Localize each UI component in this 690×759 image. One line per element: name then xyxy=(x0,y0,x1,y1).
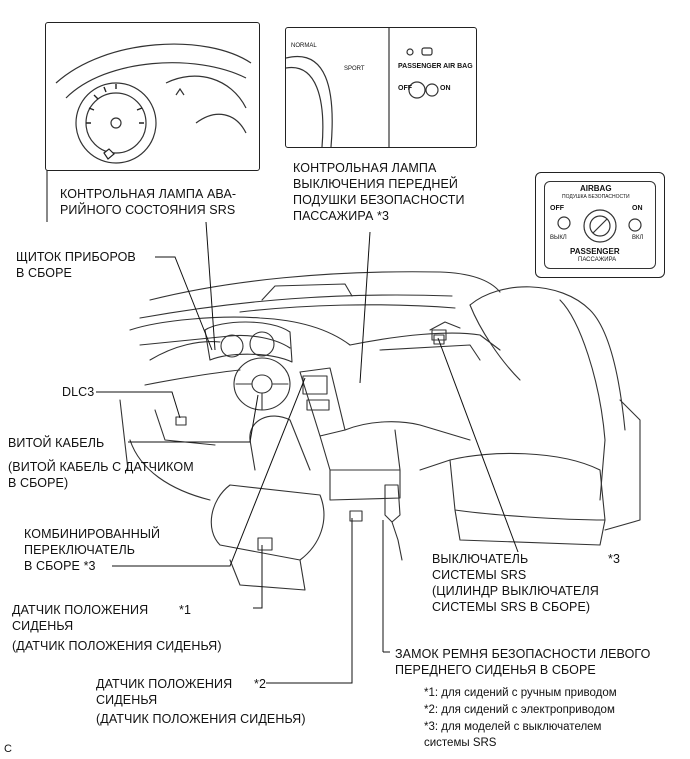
label-dlc3: DLC3 xyxy=(62,385,95,399)
meter-drawing xyxy=(55,43,252,164)
switch-on-ru-label: ВКЛ xyxy=(632,235,644,241)
label-airbag-off-lamp: КОНТРОЛЬНАЯ ЛАМПА ВЫКЛЮЧЕНИЯ ПЕРЕДНЕЙ ПО… xyxy=(293,161,465,223)
indicator-on-label: ON xyxy=(440,85,451,92)
label-srs-warning-lamp: КОНТРОЛЬНАЯ ЛАМПА АВА- РИЙНОГО СОСТОЯНИЯ… xyxy=(60,187,237,217)
switch-off-ru-label: ВЫКЛ xyxy=(550,235,567,241)
switch-title: AIRBAG xyxy=(580,184,612,193)
label-seat-position-sensor-2-mark: *2 xyxy=(254,677,267,691)
label-seat-position-sensor-2-sub: (ДАТЧИК ПОЛОЖЕНИЯ СИДЕНЬЯ) xyxy=(96,712,306,726)
footnote-3-cont: системы SRS xyxy=(424,737,497,749)
airbag-indicator-inset: NORMAL SPORT PASSENGER AIR BAG OFF ON xyxy=(285,27,477,148)
indicator-off-label: OFF xyxy=(398,85,412,92)
switch-on-label: ON xyxy=(632,205,643,212)
gauge-normal-label: NORMAL xyxy=(291,43,317,49)
label-combination-switch: КОМБИНИРОВАННЫЙ ПЕРЕКЛЮЧАТЕЛЬ В СБОРЕ *3 xyxy=(24,527,161,573)
footnote-2: *2: для сидений с электроприводом xyxy=(424,704,615,716)
label-seat-position-sensor-1: ДАТЧИК ПОЛОЖЕНИЯ СИДЕНЬЯ xyxy=(12,603,149,633)
label-seat-position-sensor-1-sub: (ДАТЧИК ПОЛОЖЕНИЯ СИДЕНЬЯ) xyxy=(12,639,222,653)
gauge-sport-label: SPORT xyxy=(344,66,365,72)
switch-bottom-label: PASSENGER xyxy=(570,247,620,256)
label-seat-position-sensor-2: ДАТЧИК ПОЛОЖЕНИЯ СИДЕНЬЯ xyxy=(96,677,233,707)
label-instrument-panel: ЩИТОК ПРИБОРОВ В СБОРЕ xyxy=(16,250,136,280)
airbag-switch-inset: AIRBAG ПОДУШКА БЕЗОПАСНОСТИ OFF ON ВЫКЛ … xyxy=(535,172,665,278)
label-seat-position-sensor-1-mark: *1 xyxy=(179,603,192,617)
switch-drawing xyxy=(557,209,642,243)
label-spiral-cable: ВИТОЙ КАБЕЛЬ xyxy=(8,436,105,450)
label-srs-switch-mark: *3 xyxy=(608,552,621,566)
label-spiral-cable-sub: (ВИТОЙ КАБЕЛЬ С ДАТЧИКОМ В СБОРЕ) xyxy=(8,460,194,490)
switch-off-label: OFF xyxy=(550,205,564,212)
switch-subtitle: ПОДУШКА БЕЗОПАСНОСТИ xyxy=(562,194,630,200)
footnote-3: *3: для моделей с выключателем xyxy=(424,721,602,733)
srs-warning-light-icon xyxy=(103,148,115,160)
label-srs-switch: ВЫКЛЮЧАТЕЛЬ СИСТЕМЫ SRS (ЦИЛИНДР ВЫКЛЮЧА… xyxy=(432,552,599,614)
label-seat-belt-buckle: ЗАМОК РЕМНЯ БЕЗОПАСНОСТИ ЛЕВОГО ПЕРЕДНЕГ… xyxy=(395,647,651,677)
footnote-1: *1: для сидений с ручным приводом xyxy=(424,687,617,699)
switch-bottom-ru-label: ПАССАЖИРА xyxy=(578,257,617,263)
indicator-drawing xyxy=(286,28,439,147)
figure-mark: C xyxy=(4,743,13,755)
passenger-airbag-label: PASSENGER AIR BAG xyxy=(398,63,473,70)
combination-meter-inset xyxy=(45,22,260,171)
